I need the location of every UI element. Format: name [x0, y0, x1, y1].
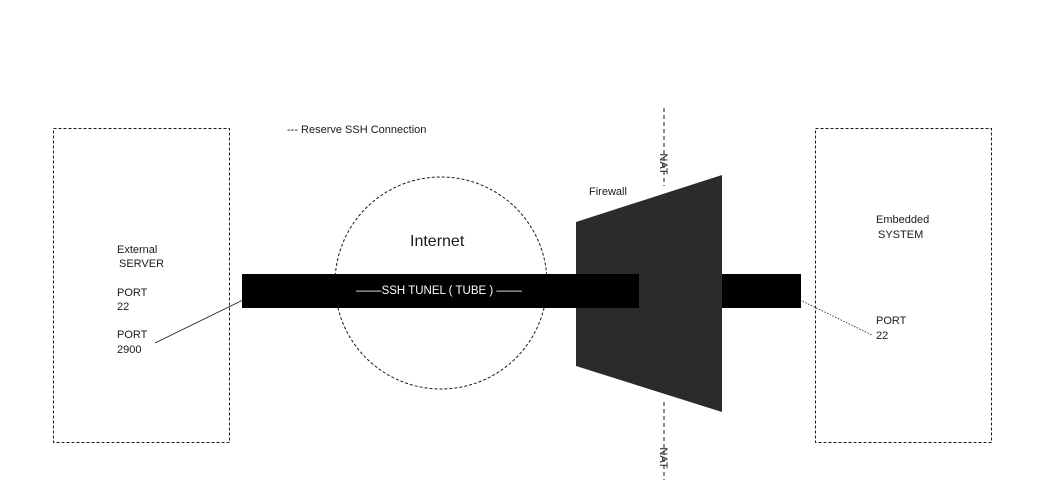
external-port1-label: PORT [117, 287, 148, 299]
embedded-port-connector [799, 299, 873, 336]
external-port-connector [154, 299, 244, 344]
nat-label-bottom: NAT [657, 447, 669, 468]
embedded-system-box [815, 128, 992, 443]
ssh-tunnel-label: ––––SSH TUNEL ( TUBE ) –––– [356, 285, 523, 297]
firewall-label: Firewall [589, 186, 627, 198]
external-port2-label: PORT [117, 329, 148, 341]
firewall-shape [576, 175, 722, 412]
nat-label-top: NAT [657, 153, 669, 174]
embedded-port-value: 22 [876, 330, 888, 342]
internet-label: Internet [410, 233, 465, 250]
legend-reverse-ssh: --- Reserve SSH Connection [287, 124, 426, 136]
embedded-system-title-line2: SYSTEM [878, 229, 923, 241]
embedded-system-title-line1: Embedded [876, 214, 929, 226]
embedded-port-label: PORT [876, 315, 907, 327]
external-server-title-line1: External [117, 244, 157, 256]
external-server-box [53, 128, 230, 443]
external-port2-value: 2900 [117, 344, 141, 356]
ssh-tunnel-tube-exit [722, 274, 801, 308]
ssh-tunnel-tube [242, 274, 639, 308]
external-server-title-line2: SERVER [119, 258, 164, 270]
external-port1-value: 22 [117, 301, 129, 313]
